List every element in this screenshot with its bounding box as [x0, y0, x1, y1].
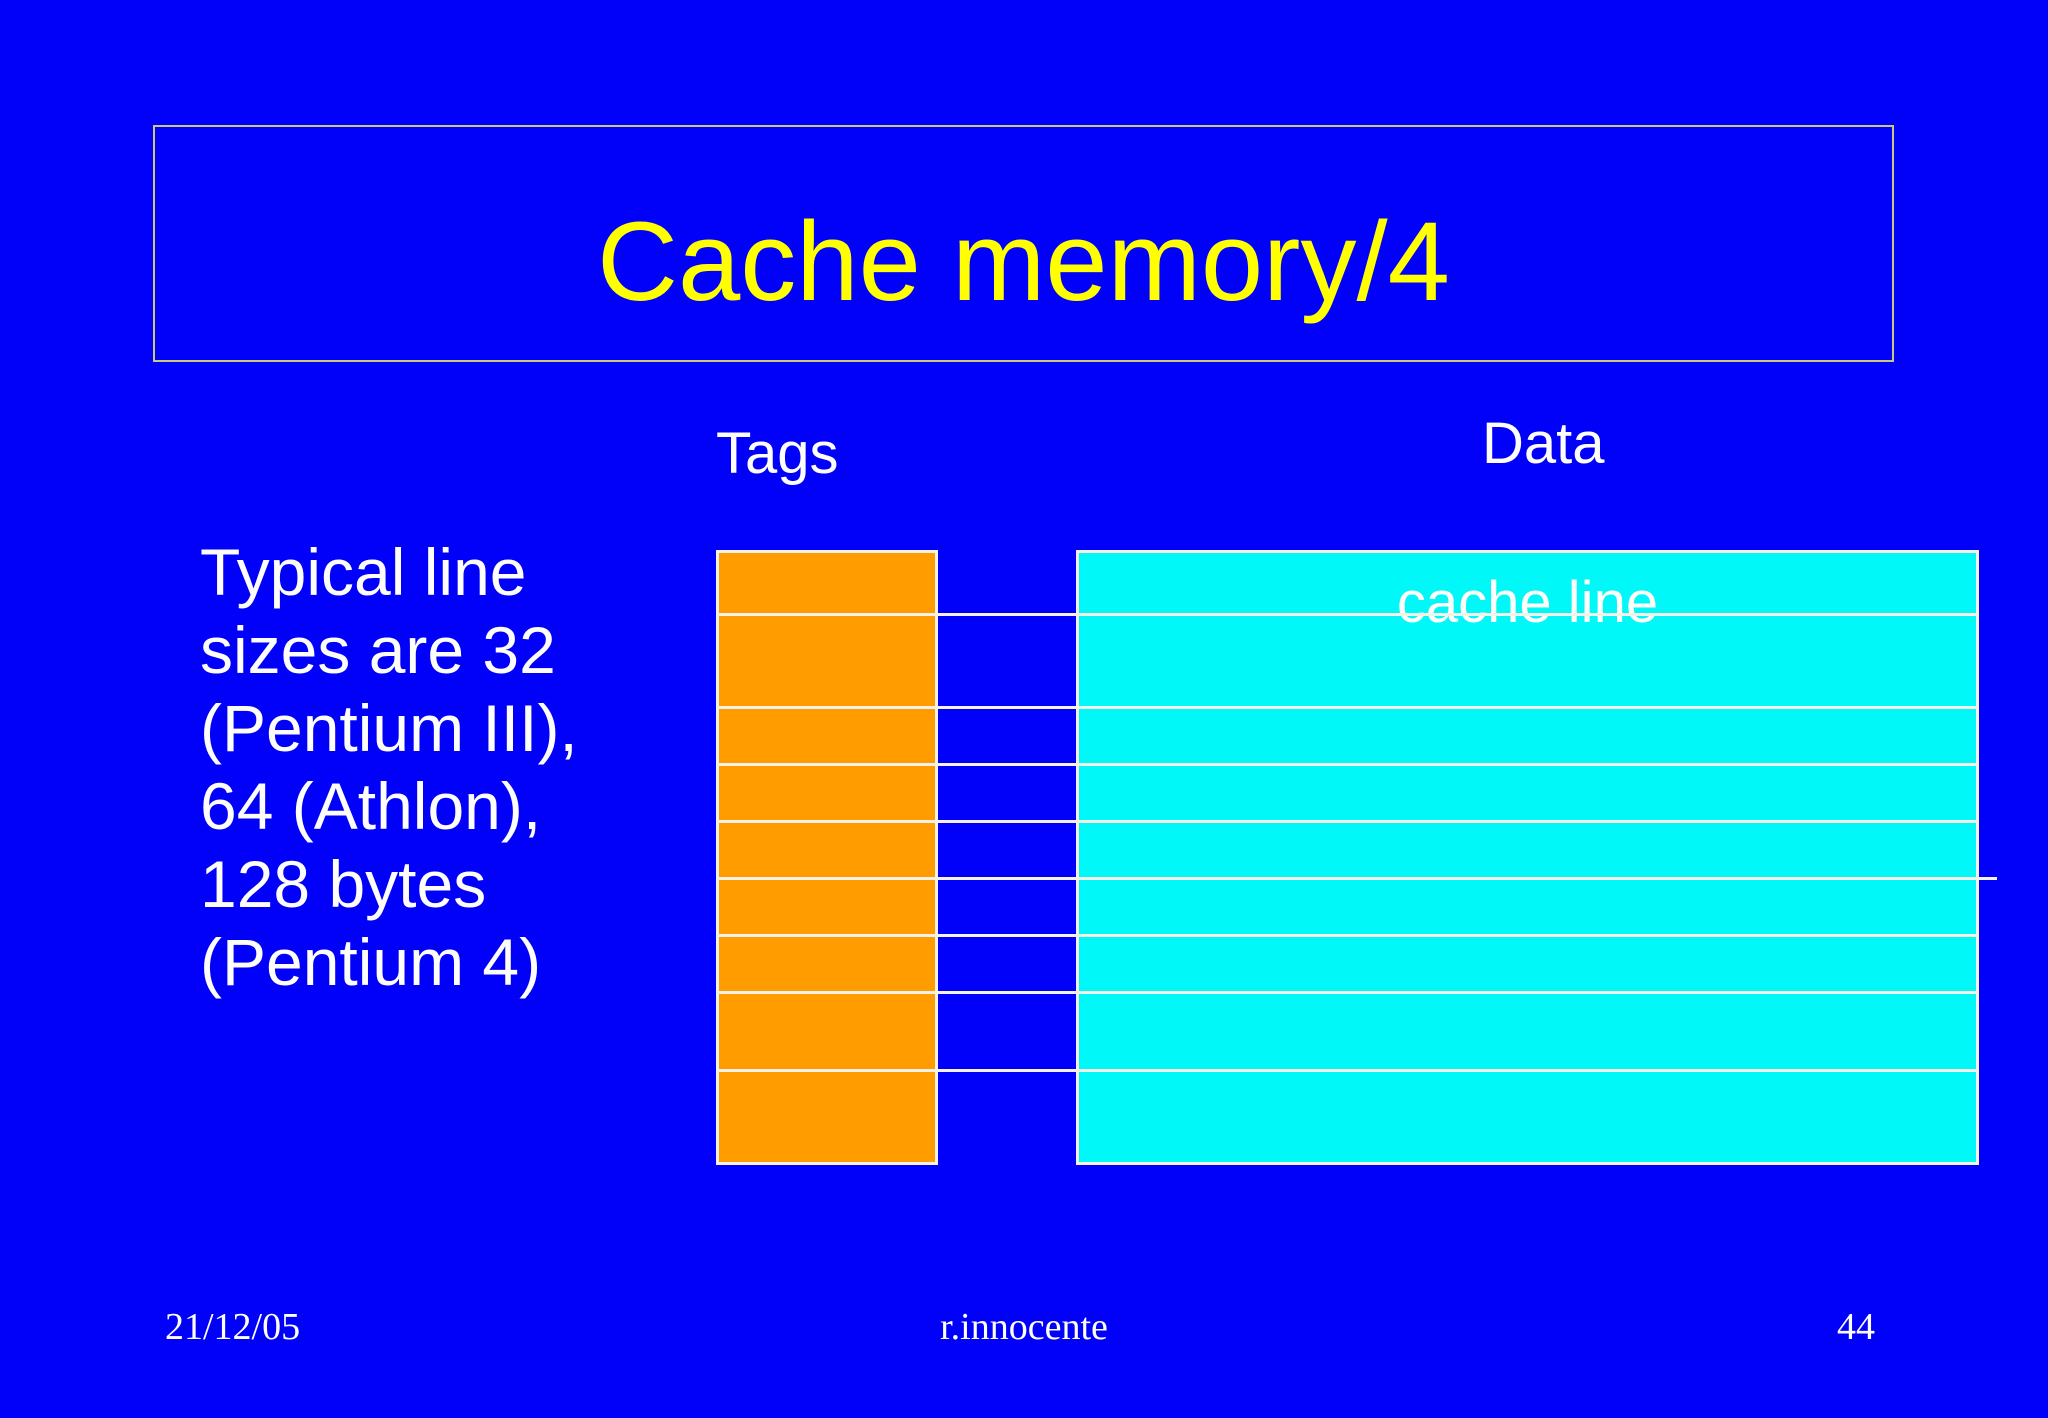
body-text-line: (Pentium 4): [200, 925, 542, 999]
tags-column: [716, 550, 938, 1165]
footer: 21/12/05 r.innocente 44: [0, 1305, 2048, 1365]
body-text-line: 128 bytes: [200, 847, 487, 921]
row-divider-line: [716, 820, 1979, 823]
row-divider-line: [716, 991, 1979, 994]
row-divider-line-with-tick: [716, 877, 1997, 880]
data-block: cache line: [1076, 550, 1979, 1165]
title-box: Cache memory/4: [153, 125, 1894, 362]
body-text-line: (Pentium III),: [200, 691, 578, 765]
body-text-line: Typical line: [200, 535, 527, 609]
cache-line-label: cache line: [1396, 570, 1659, 635]
row-divider-line: [716, 1069, 1979, 1072]
footer-author: r.innocente: [940, 1306, 1108, 1348]
row-divider-line: [716, 763, 1979, 766]
row-divider-line: [716, 934, 1979, 937]
tags-column-label: Tags: [716, 421, 839, 486]
footer-page-number: 44: [1837, 1306, 1875, 1348]
row-divider-line: [716, 613, 1979, 616]
body-text-line: sizes are 32: [200, 613, 556, 687]
row-divider-line: [716, 706, 1979, 709]
footer-date: 21/12/05: [165, 1306, 301, 1348]
slide-title: Cache memory/4: [597, 199, 1450, 324]
data-column-label: Data: [1482, 411, 1605, 476]
body-text-line: 64 (Athlon),: [200, 769, 542, 843]
